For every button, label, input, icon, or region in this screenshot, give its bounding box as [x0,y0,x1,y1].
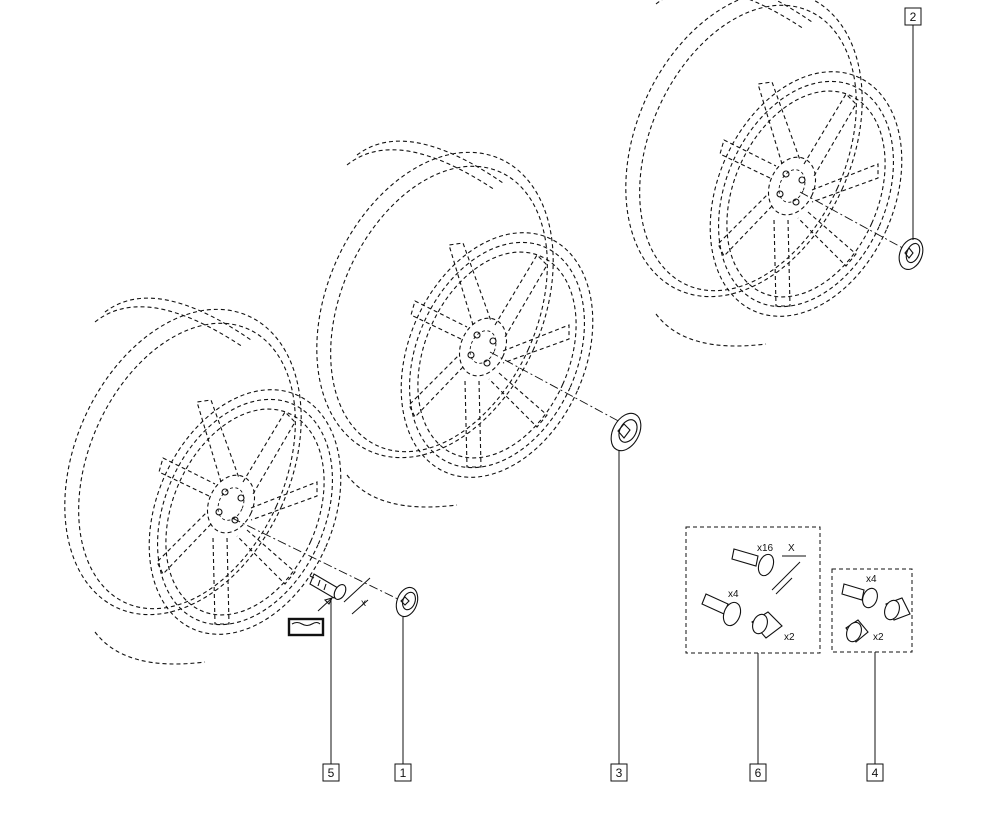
group-box-4 [831,568,913,653]
group4-nut-b [845,619,869,643]
group-box-6 [685,526,821,654]
group4-bolt [841,583,878,609]
svg-text:3: 3 [616,766,623,780]
svg-text:1: 1 [400,766,407,780]
svg-text:5: 5 [328,766,335,780]
callout-5: 5 [322,763,340,782]
callout-1: 1 [394,763,412,782]
callout-6: 6 [749,763,767,782]
center-cap-part-1 [395,586,419,618]
dimension-X-label: X [788,543,795,554]
qty-group4-bolt: x4 [866,574,877,585]
axis-line-left [231,517,409,605]
svg-text:6: 6 [755,766,762,780]
valve-part-5 [309,573,347,612]
group6-bolt-lock [701,593,742,627]
dimension-x-left: x [343,577,371,615]
qty-group6-bolt-lock: x4 [728,589,739,600]
wheel-center [270,114,631,509]
group4-nut-a [884,597,911,621]
axis-line-right [799,191,911,253]
group6-nut [751,611,783,639]
qty-group6-bolt-long: x16 [757,543,774,554]
center-cap-part-2 [898,238,924,270]
group6-bolt-long [731,548,775,577]
qty-group4-nut: x2 [873,632,884,643]
wheel-right [579,0,940,348]
center-cap-part-3 [610,412,642,452]
qty-group6-nut: x2 [784,632,795,643]
callout-4: 4 [866,763,884,782]
valve-label-tag-icon [287,617,325,637]
svg-text:2: 2 [910,10,917,24]
callout-2: 2 [904,7,922,26]
svg-text:4: 4 [872,766,879,780]
callout-3: 3 [610,763,628,782]
axis-line-center [489,351,625,425]
group6-dimension: X [771,543,806,595]
dimension-x-label: x [361,598,366,609]
